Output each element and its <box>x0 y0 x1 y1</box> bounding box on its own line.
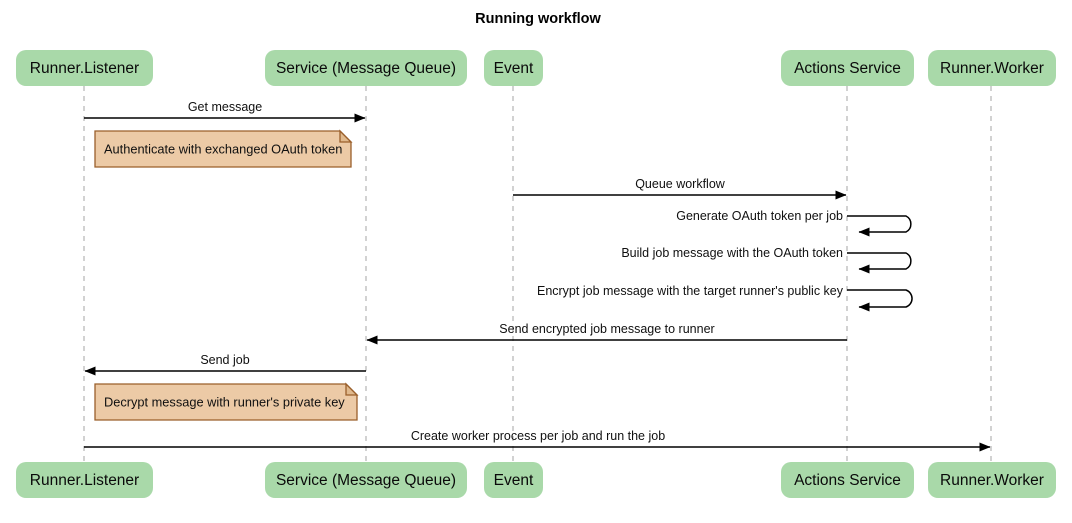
message-queue-workflow[interactable]: Queue workflow <box>513 177 847 200</box>
message-label-send-encrypted-job-message-to-runner: Send encrypted job message to runner <box>499 322 714 336</box>
participant-service-message-queue-top[interactable]: Service (Message Queue) <box>265 50 467 86</box>
participants-bottom-group: Runner.Listener Service (Message Queue) Ev… <box>16 462 1056 498</box>
message-label-encrypt-job-message-with-the-target-runners-public-key: Encrypt job message with the target runn… <box>537 284 844 298</box>
message-send-job[interactable]: Send job <box>84 353 366 376</box>
participant-label-actions-service: Actions Service <box>794 60 901 77</box>
message-build-job-message-with-the-oauth-token[interactable]: Build job message with the OAuth token <box>621 246 912 274</box>
lifelines-group <box>83 86 992 462</box>
participant-box-runner-listener[interactable] <box>16 50 153 86</box>
message-label-generate-oauth-token-per-job: Generate OAuth token per job <box>676 209 843 223</box>
message-get-message[interactable]: Get message <box>84 100 366 123</box>
message-encrypt-job-message-with-the-target-runners-public-key[interactable]: Encrypt job message with the target runn… <box>537 284 913 312</box>
self-loop-path <box>847 252 912 274</box>
note-authenticate[interactable]: Authenticate with exchanged OAuth token <box>94 129 353 168</box>
participant-box-runner-worker[interactable] <box>928 462 1056 498</box>
page-title: Running workflow <box>475 11 601 27</box>
participant-box-event[interactable] <box>484 462 543 498</box>
participant-runner-listener-bottom[interactable]: Runner.Listener <box>16 462 153 498</box>
participant-label-event: Event <box>494 472 534 489</box>
participant-box-event[interactable] <box>484 50 543 86</box>
participant-runner-listener-top[interactable]: Runner.Listener <box>16 50 153 86</box>
self-loop-path <box>847 215 912 237</box>
message-create-worker-process-per-job-and-run-the-job[interactable]: Create worker process per job and run th… <box>84 429 991 452</box>
participant-label-actions-service: Actions Service <box>794 472 901 489</box>
participant-label-runner-worker: Runner.Worker <box>940 472 1044 489</box>
participant-runner-worker-top[interactable]: Runner.Worker <box>928 50 1056 86</box>
participant-label-event: Event <box>494 60 534 77</box>
note-label: Decrypt message with runner's private ke… <box>104 394 345 409</box>
participant-label-runner-listener: Runner.Listener <box>30 472 139 489</box>
note-body <box>94 383 358 421</box>
note-fold-corner-icon <box>345 382 359 396</box>
self-loop-path <box>847 289 913 312</box>
participant-actions-service-top[interactable]: Actions Service <box>781 50 914 86</box>
message-label-queue-workflow: Queue workflow <box>635 177 726 191</box>
participant-box-service-message-queue[interactable] <box>265 462 467 498</box>
message-generate-oauth-token-per-job[interactable]: Generate OAuth token per job <box>676 209 912 237</box>
note-label: Authenticate with exchanged OAuth token <box>104 141 342 156</box>
message-label-get-message: Get message <box>188 100 262 114</box>
participant-label-runner-worker: Runner.Worker <box>940 60 1044 77</box>
participant-runner-worker-bottom[interactable]: Runner.Worker <box>928 462 1056 498</box>
participant-box-runner-listener[interactable] <box>16 462 153 498</box>
participant-box-actions-service[interactable] <box>781 462 914 498</box>
participant-box-service-message-queue[interactable] <box>265 50 467 86</box>
message-label-send-job: Send job <box>200 353 249 367</box>
message-label-build-job-message-with-the-oauth-token: Build job message with the OAuth token <box>621 246 843 260</box>
participant-label-service-message-queue: Service (Message Queue) <box>276 472 456 489</box>
message-send-encrypted-job-message-to-runner[interactable]: Send encrypted job message to runner <box>366 322 847 345</box>
participant-box-actions-service[interactable] <box>781 50 914 86</box>
note-fold-corner-icon <box>339 129 353 143</box>
participant-label-runner-listener: Runner.Listener <box>30 60 139 77</box>
participant-label-service-message-queue: Service (Message Queue) <box>276 60 456 77</box>
notes-group: Authenticate with exchanged OAuth tokenD… <box>94 129 359 421</box>
participant-box-runner-worker[interactable] <box>928 50 1056 86</box>
participant-actions-service-bottom[interactable]: Actions Service <box>781 462 914 498</box>
participant-event-top[interactable]: Event <box>484 50 543 86</box>
participant-event-bottom[interactable]: Event <box>484 462 543 498</box>
note-decrypt[interactable]: Decrypt message with runner's private ke… <box>94 382 359 421</box>
participant-service-message-queue-bottom[interactable]: Service (Message Queue) <box>265 462 467 498</box>
note-body <box>94 130 352 168</box>
message-label-create-worker-process-per-job-and-run-the-job: Create worker process per job and run th… <box>411 429 665 443</box>
participants-top-group: Runner.Listener Service (Message Queue) Ev… <box>16 50 1056 86</box>
